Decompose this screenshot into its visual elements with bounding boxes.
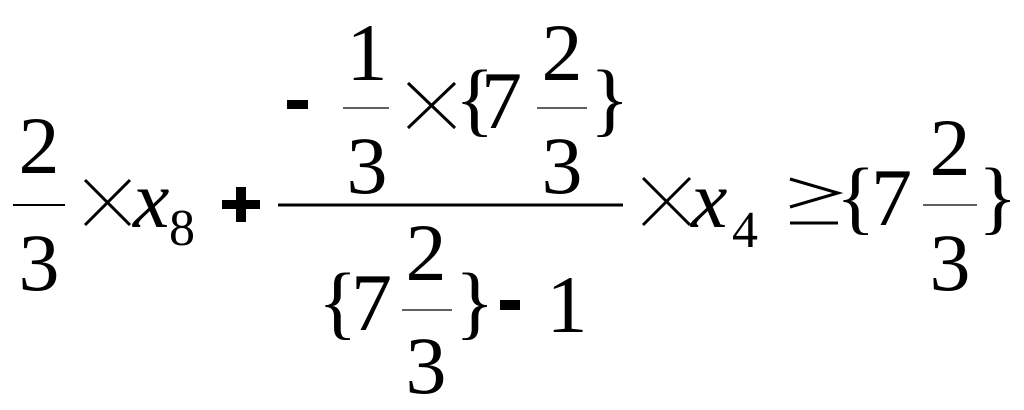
open-brace: { bbox=[836, 151, 875, 242]
variable-subscript: 8 bbox=[169, 200, 195, 257]
fraction-numerator: 2 bbox=[19, 100, 60, 191]
subtrahend: 1 bbox=[547, 259, 588, 350]
close-brace: } bbox=[978, 151, 1017, 242]
coef-numerator: 1 bbox=[347, 7, 388, 98]
fraction-numerator: 2 bbox=[542, 7, 583, 98]
fraction-denominator: 3 bbox=[930, 217, 971, 308]
term1: 2 3 x 8 bbox=[13, 100, 195, 308]
fraction-numerator: 2 bbox=[930, 102, 971, 193]
close-brace: } bbox=[455, 256, 494, 347]
times-sign bbox=[641, 176, 692, 227]
fraction-numerator: 2 bbox=[406, 207, 447, 298]
coef-denominator: 3 bbox=[347, 120, 388, 211]
whole-part: 7 bbox=[871, 152, 912, 243]
times-sign bbox=[406, 81, 457, 130]
term2: 1 3 { 7 2 3 } { 7 2 3 } 1 x 4 bbox=[278, 7, 758, 410]
times-sign bbox=[83, 178, 132, 227]
close-brace: } bbox=[590, 53, 629, 144]
variable: x bbox=[132, 154, 169, 245]
fraction-denominator: 3 bbox=[406, 320, 447, 410]
fraction-denominator: 3 bbox=[19, 217, 60, 308]
whole-part: 7 bbox=[351, 257, 392, 348]
rhs: { 7 2 3 } bbox=[836, 102, 1017, 308]
whole-part: 7 bbox=[481, 55, 522, 146]
minus-sign bbox=[500, 300, 520, 310]
plus-sign bbox=[222, 187, 260, 222]
greater-equal-sign bbox=[789, 177, 844, 225]
term2-denominator: { 7 2 3 } 1 bbox=[318, 207, 588, 410]
variable-subscript: 4 bbox=[732, 202, 758, 259]
minus-sign bbox=[287, 100, 308, 109]
term2-numerator: 1 3 { 7 2 3 } bbox=[287, 7, 629, 211]
variable: x bbox=[690, 154, 727, 245]
fraction-denominator: 3 bbox=[542, 120, 583, 211]
open-brace: { bbox=[318, 256, 357, 347]
open-brace: { bbox=[455, 53, 494, 144]
